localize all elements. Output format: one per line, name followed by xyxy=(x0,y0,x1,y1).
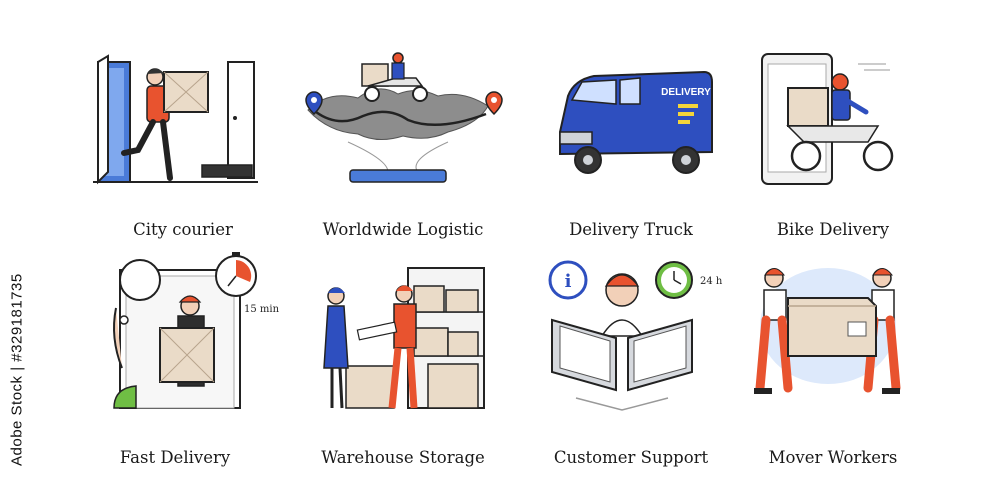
headset-icon: i xyxy=(548,260,693,411)
illustration-customer-support: i 24 h Customer Support xyxy=(516,248,746,478)
caption-customer-support: Customer Support xyxy=(553,448,709,467)
caption-worldwide-logistic: Worldwide Logistic xyxy=(322,220,484,239)
world-map-icon xyxy=(305,52,503,183)
illustration-warehouse-storage: Warehouse Storage xyxy=(288,248,518,478)
caption-mover-workers: Mover Workers xyxy=(768,448,898,467)
illustration-fast-delivery: 15 min Fast Delivery xyxy=(60,248,290,478)
svg-text:i: i xyxy=(565,271,572,292)
illustration-mover-workers: Mover Workers xyxy=(718,248,948,478)
caption-bike-delivery: Bike Delivery xyxy=(776,220,890,239)
scooter-icon xyxy=(761,53,894,185)
truck-icon: DELIVERY xyxy=(559,70,713,174)
truck-sign-label: DELIVERY xyxy=(661,87,711,98)
caption-city-courier: City courier xyxy=(133,220,233,239)
stock-watermark-id: Adobe Stock | #329181735 xyxy=(8,273,26,467)
stopwatch-icon xyxy=(113,252,257,409)
caption-fast-delivery: Fast Delivery xyxy=(119,448,231,467)
timer-label: 15 min xyxy=(244,304,280,315)
illustration-worldwide-logistic: Worldwide Logistic xyxy=(288,20,518,250)
illustration-city-courier: City courier xyxy=(68,20,298,250)
illustration-delivery-truck: DELIVERY Delivery Truck xyxy=(516,20,746,250)
courier-icon xyxy=(93,54,258,185)
warehouse-icon xyxy=(323,267,485,409)
caption-delivery-truck: Delivery Truck xyxy=(569,220,693,239)
illustration-bike-delivery: Bike Delivery xyxy=(718,20,948,250)
support-hours-label: 24 h xyxy=(700,276,723,287)
caption-warehouse-storage: Warehouse Storage xyxy=(321,448,485,467)
box-icon xyxy=(754,268,901,394)
